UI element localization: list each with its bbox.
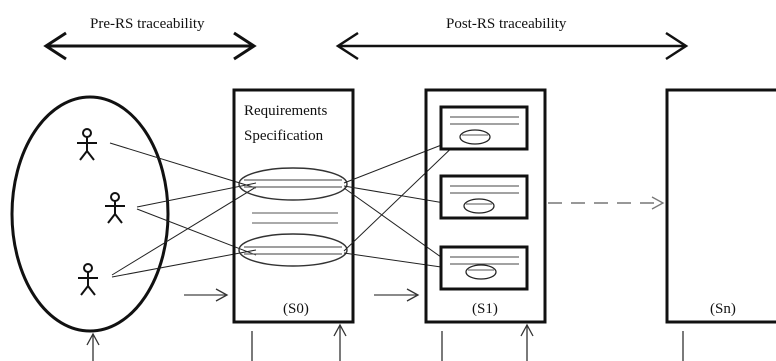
spec-title-line1: Requirements: [244, 103, 327, 119]
stick-figure-icon: [78, 263, 98, 296]
requirement-ellipse: [238, 233, 348, 267]
s1-stage-label: (S1): [472, 301, 498, 317]
pre-rs-label: Pre-RS traceability: [90, 16, 205, 32]
stage-box-s1: [424, 88, 547, 324]
artifact-card: [439, 105, 529, 151]
spec-box: [232, 88, 355, 324]
stakeholders-ellipse: [10, 95, 170, 333]
stick-figure-icon: [77, 128, 97, 161]
pre-rs-arrow: [43, 31, 257, 61]
artifact-card: [439, 245, 529, 291]
stakeholder-trace-lines: [109, 142, 257, 278]
stage-box-sn: [665, 88, 776, 324]
requirement-ellipse: [238, 167, 348, 201]
stick-figure-icon: [105, 192, 125, 224]
spec-stage-label: (S0): [283, 301, 309, 317]
post-rs-label: Post-RS traceability: [446, 16, 567, 32]
spec-title-line2: Specification: [244, 128, 324, 144]
artifact-card: [439, 174, 529, 220]
sn-stage-label: (Sn): [710, 301, 736, 317]
post-rs-arrow: [335, 31, 689, 61]
